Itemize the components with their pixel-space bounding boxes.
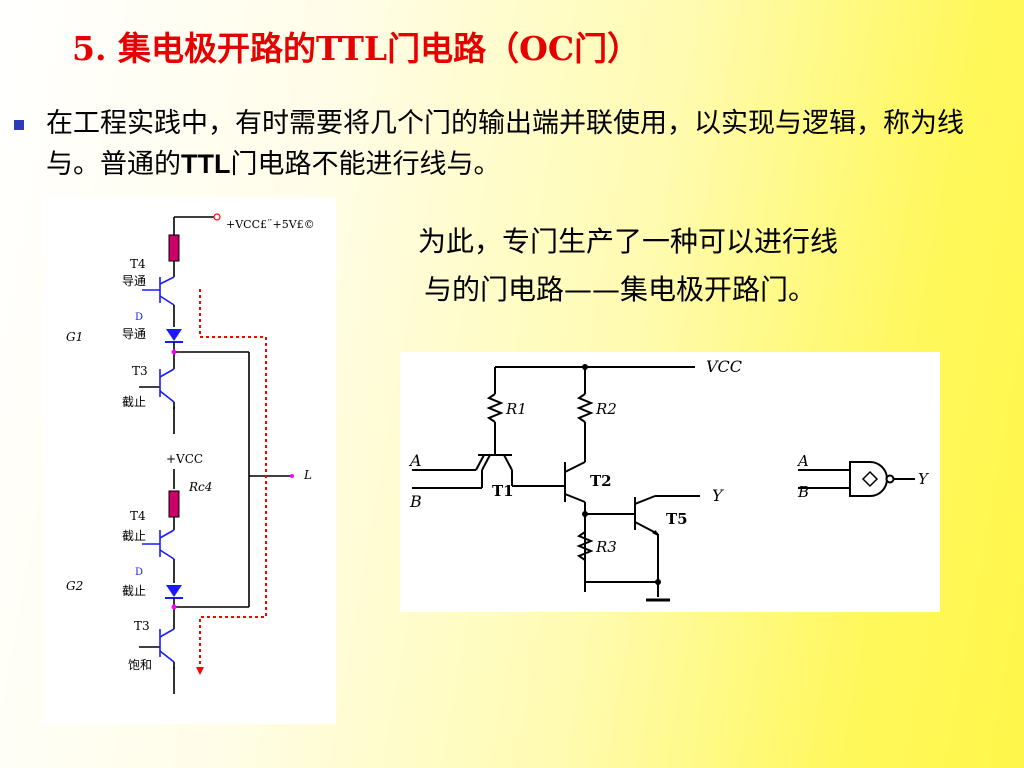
t5-label: T5 bbox=[666, 510, 688, 528]
vcc-label-right: VCC bbox=[706, 357, 742, 376]
output-y-label: Y bbox=[712, 486, 724, 505]
pullup-resistor-top bbox=[168, 234, 180, 262]
junction-top bbox=[171, 349, 177, 355]
vcc-terminal-top bbox=[213, 213, 221, 221]
bullet-text-part2: 门电路不能进行线与。 bbox=[230, 149, 501, 180]
bullet-text-bold: TTL bbox=[181, 149, 231, 179]
wired-and-circuit-panel: +VCC£¨+5V£© T4 导通 D 导通 G1 T3 截止 +VCC Rc4… bbox=[44, 197, 336, 724]
r1-label: R1 bbox=[505, 400, 527, 418]
transistor-t3-bottom bbox=[159, 628, 175, 663]
pullup-resistor-rc4 bbox=[168, 490, 180, 518]
t2-label: T2 bbox=[590, 472, 612, 490]
t3-top-state: 截止 bbox=[122, 395, 146, 409]
current-path-dotted bbox=[199, 289, 267, 667]
d-top-state: 导通 bbox=[122, 327, 146, 341]
side-line-1: 为此，专门生产了一种可以进行线 bbox=[418, 225, 839, 258]
t3-top-label: T3 bbox=[132, 364, 148, 378]
oc-gate-circuit-diagram: VCC R1 R2 R3 T1 T2 T5 A B Y A B Y bbox=[408, 357, 930, 602]
bullet-marker bbox=[14, 120, 24, 130]
gate-input-a-label: A bbox=[796, 452, 809, 470]
oc-gate-circuit-panel: VCC R1 R2 R3 T1 T2 T5 A B Y A B Y bbox=[400, 352, 940, 612]
d-bottom-state: 截止 bbox=[122, 584, 146, 598]
diode-top bbox=[166, 329, 182, 341]
gate-input-b-label: B bbox=[797, 483, 809, 501]
t4-bottom-label: T4 bbox=[130, 509, 146, 523]
input-b-label: B bbox=[409, 492, 422, 511]
r3-label: R3 bbox=[595, 538, 617, 556]
t4-bottom-state: 截止 bbox=[122, 529, 146, 543]
slide-title: 5. 集电极开路的TTL门电路（OC门） bbox=[72, 29, 641, 68]
d-bottom-label: D bbox=[135, 567, 143, 578]
gate-output-y-label: Y bbox=[918, 470, 930, 488]
wired-and-circuit-diagram: +VCC£¨+5V£© T4 导通 D 导通 G1 T3 截止 +VCC Rc4… bbox=[66, 213, 315, 694]
transistor-t3-top bbox=[159, 368, 175, 403]
vcc-top-label: +VCC£¨+5V£© bbox=[226, 218, 315, 231]
junction-bottom bbox=[171, 604, 177, 610]
output-l-label: L bbox=[303, 468, 312, 482]
input-a-label: A bbox=[408, 451, 422, 470]
t3-bottom-state: 饱和 bbox=[128, 657, 152, 672]
rc4-label: Rc4 bbox=[188, 480, 212, 494]
bullet-paragraph: 在工程实践中，有时需要将几个门的输出端并联使用，以实现与逻辑，称为线与。普通的T… bbox=[46, 104, 1016, 185]
t1-label: T1 bbox=[492, 482, 514, 500]
g1-label: G1 bbox=[66, 330, 83, 344]
vcc-mid-label: +VCC bbox=[166, 452, 203, 466]
side-paragraph: 为此，专门生产了一种可以进行线 与的门电路——集电极开路门。 bbox=[418, 218, 978, 314]
r2-label: R2 bbox=[595, 400, 617, 418]
diode-bottom bbox=[166, 585, 182, 597]
g2-label: G2 bbox=[66, 579, 83, 593]
t4-top-label: T4 bbox=[130, 257, 146, 271]
t3-bottom-label: T3 bbox=[134, 619, 150, 633]
transistor-t4-top bbox=[142, 276, 175, 306]
d-top-label: D bbox=[135, 312, 143, 323]
bullet-text-part1: 在工程实践中，有时需要将几个门的输出端并联使用，以实现与逻辑，称为线与。普通的 bbox=[46, 108, 964, 180]
side-line-2: 与的门电路——集电极开路门。 bbox=[424, 273, 817, 306]
transistor-t4-bottom bbox=[142, 529, 175, 560]
output-terminal bbox=[290, 474, 294, 478]
t4-top-state: 导通 bbox=[122, 274, 146, 288]
